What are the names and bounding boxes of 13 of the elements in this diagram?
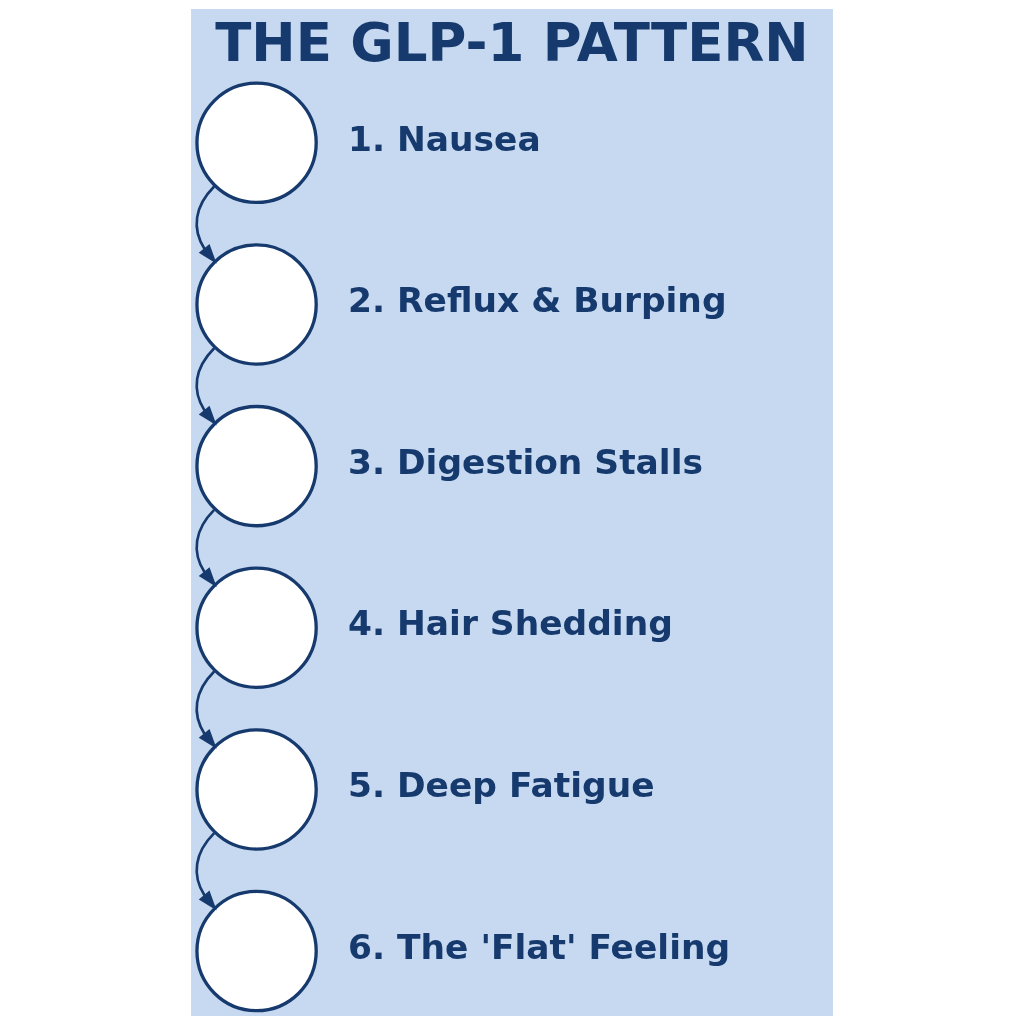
arrow — [195, 831, 217, 910]
arrow — [195, 508, 217, 587]
diagram-title: THE GLP-1 PATTERN — [215, 11, 809, 73]
arrow — [195, 346, 217, 425]
node-label: 5. Deep Fatigue — [348, 764, 655, 805]
arrow — [195, 670, 217, 749]
arrow — [195, 185, 217, 264]
node-label: 6. The 'Flat' Feeling — [348, 926, 731, 967]
node-label: 4. Hair Shedding — [348, 602, 673, 643]
node-circle — [195, 81, 318, 204]
node-label: 3. Digestion Stalls — [348, 441, 703, 482]
node-label: 2. Reflux & Burping — [348, 279, 727, 320]
node-label: 1. Nausea — [348, 118, 541, 159]
